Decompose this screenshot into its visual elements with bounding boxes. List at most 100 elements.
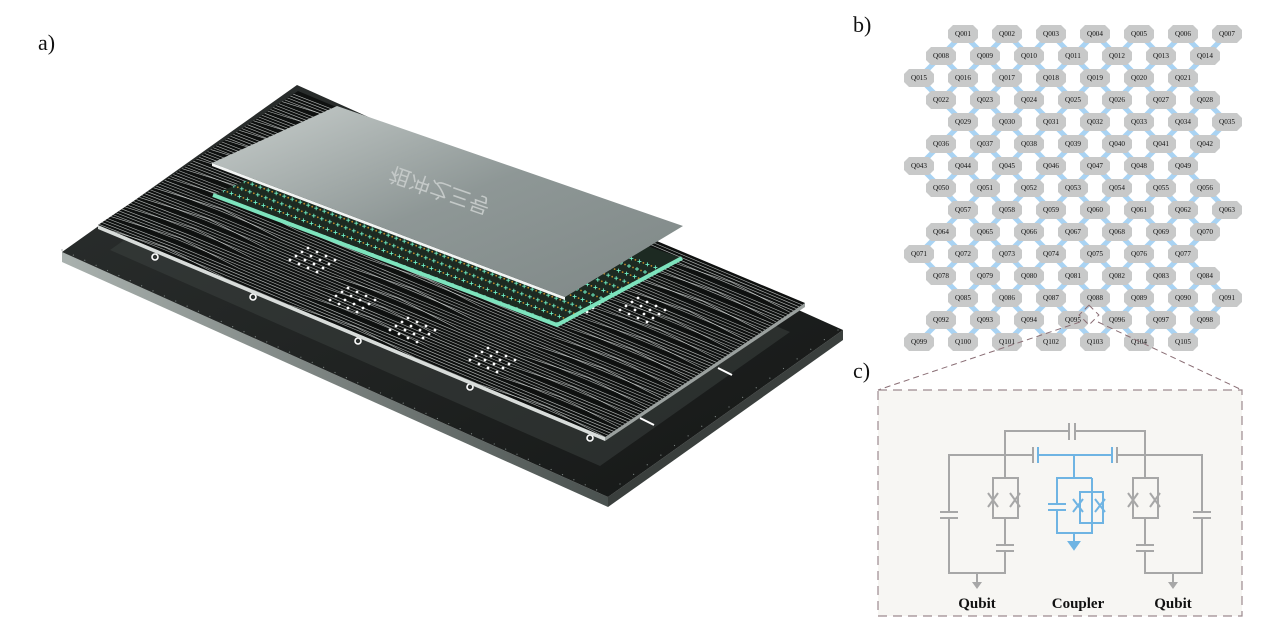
wire-trace <box>130 199 643 413</box>
coupler-dot <box>535 289 538 292</box>
qubit-label: Q086 <box>999 294 1015 302</box>
qubit-cross <box>327 219 332 224</box>
coupler-dot <box>627 281 630 284</box>
coupler-dot <box>359 223 362 226</box>
coupler-dot <box>460 270 463 273</box>
coupler-dot <box>608 283 611 286</box>
qubit-octagon <box>926 47 956 65</box>
qubit-node: Q078 <box>926 267 956 285</box>
coupler-dot <box>500 285 503 288</box>
qubit-octagon <box>970 267 1000 285</box>
screw-dot <box>837 329 839 331</box>
qubit-cross <box>295 207 300 212</box>
qubit-cross <box>627 264 631 268</box>
qubit-node: Q045 <box>992 157 1022 175</box>
pad <box>486 346 490 350</box>
qubit-node: Q105 <box>1168 333 1198 351</box>
qubit-node: Q019 <box>1080 69 1110 87</box>
qubit-label: Q084 <box>1197 272 1213 280</box>
pad <box>306 266 310 270</box>
qubit-cross <box>381 248 386 253</box>
qubit-octagon <box>1058 91 1088 109</box>
qubit-node: Q056 <box>1190 179 1220 197</box>
qubit-cross <box>335 222 340 227</box>
coupler-dot <box>519 283 522 286</box>
qubit-cross <box>616 268 621 273</box>
qubit-label: Q061 <box>1131 206 1147 214</box>
pad <box>636 296 640 300</box>
qubit-cross <box>229 191 234 196</box>
qubit-node: Q020 <box>1124 69 1154 87</box>
qubit-cross <box>282 194 287 199</box>
qubit-cross <box>522 284 527 289</box>
qubit-node: Q007 <box>1212 25 1242 43</box>
pad <box>318 258 322 262</box>
qubit-cross <box>447 264 452 269</box>
screw-dot <box>516 453 518 455</box>
screw-dot <box>539 463 541 465</box>
coupler-dot <box>564 309 567 312</box>
pad <box>489 354 493 358</box>
screw-dot <box>660 454 662 456</box>
qubit-label: Q076 <box>1131 250 1147 258</box>
screw-dot <box>550 468 552 471</box>
pad <box>340 290 344 294</box>
coupler-dot <box>394 254 397 256</box>
qubit-node: Q012 <box>1102 47 1132 65</box>
qubit-node: Q061 <box>1124 201 1154 219</box>
coupler-dot <box>319 208 322 211</box>
qubit-octagon <box>992 245 1022 263</box>
qubit-label: Q067 <box>1065 228 1081 236</box>
qubit-octagon <box>1014 311 1044 329</box>
qubit-cross <box>266 188 271 193</box>
qubit-cross <box>397 254 402 259</box>
coupler-dot <box>258 203 261 205</box>
coupler-dot <box>316 216 319 219</box>
qubit-cross <box>389 251 394 256</box>
qubit-label: Q066 <box>1021 228 1037 236</box>
cover-plate: 祖冲之三号 <box>212 106 683 300</box>
wire-trace <box>147 188 660 401</box>
qubit-cross <box>439 261 444 266</box>
coupler-dot <box>415 244 418 247</box>
coupler-dot <box>404 249 407 252</box>
qubit-node: Q039 <box>1058 135 1088 153</box>
pad <box>495 370 499 374</box>
wire-trace <box>135 195 649 409</box>
screw-dot <box>163 295 165 297</box>
qubit-cross <box>247 189 252 194</box>
qubit-cross <box>463 270 468 275</box>
qubit-node: Q034 <box>1168 113 1198 131</box>
qubit-label: Q012 <box>1109 52 1125 60</box>
qubit-octagon <box>1102 135 1132 153</box>
qubit-cross <box>593 285 598 290</box>
coupler-dot <box>375 229 378 232</box>
coupler-dot <box>314 224 317 226</box>
pad <box>468 358 472 362</box>
qubit-octagon <box>1080 245 1110 263</box>
panel-label-b: b) <box>853 12 872 37</box>
qubit-octagon <box>1058 267 1088 285</box>
qubit-node: Q062 <box>1168 201 1198 219</box>
qubit-label: Q017 <box>999 74 1015 82</box>
qubit-node: Q013 <box>1146 47 1176 65</box>
qubit-node: Q010 <box>1014 47 1044 65</box>
pad <box>358 298 362 302</box>
pad <box>321 266 325 270</box>
pad <box>328 298 332 302</box>
coupler-dot <box>616 286 619 289</box>
qubit-cross <box>643 270 647 274</box>
qubit-cross <box>277 209 282 214</box>
screw-dot <box>175 300 177 302</box>
coupler-dot <box>351 220 354 223</box>
coupler-dot <box>632 266 634 269</box>
qubit-cross <box>437 269 442 274</box>
pad <box>400 320 404 324</box>
coupler-dot <box>306 221 309 223</box>
qubit-cross <box>482 269 487 274</box>
coupler-dot <box>428 258 431 261</box>
screw-dot <box>459 428 461 430</box>
screw-dot <box>633 473 635 475</box>
screw-dot <box>448 422 450 425</box>
qubit-label: Q027 <box>1153 96 1169 104</box>
